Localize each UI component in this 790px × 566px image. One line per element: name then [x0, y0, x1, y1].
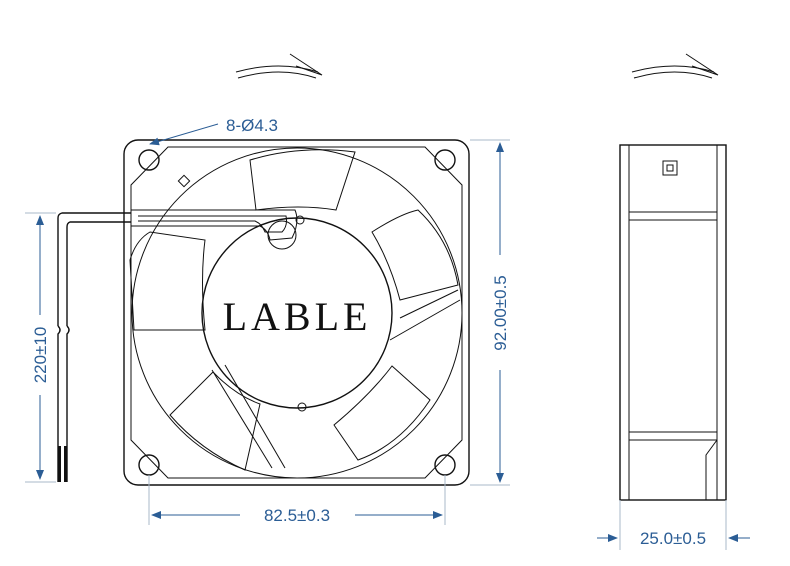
- cable-channel: [131, 209, 298, 250]
- venturi-ring: [131, 147, 463, 479]
- width-text: 82.5±0.3: [264, 506, 330, 525]
- height-text: 92.00±0.5: [491, 275, 510, 351]
- mount-hole-top-left: [138, 149, 160, 171]
- fan-side-view: [619, 144, 727, 501]
- orientation-marker: [177, 174, 191, 188]
- depth-dimension: 25.0±0.5: [597, 500, 750, 550]
- fan-frame: [123, 139, 470, 486]
- fan-blades: [129, 149, 461, 471]
- cable-leads: [57, 212, 131, 482]
- side-body: [619, 144, 727, 501]
- cable-length-dimension: 220±10: [25, 212, 56, 483]
- depth-text: 25.0±0.5: [640, 529, 706, 548]
- mount-hole-top-right: [434, 149, 456, 171]
- cable-length-text: 220±10: [31, 327, 50, 384]
- hole-spec-callout: 8-Ø4.3: [149, 116, 278, 146]
- width-dimension: 82.5±0.3: [148, 475, 446, 525]
- fan-front-view: LABLE: [123, 139, 470, 486]
- fan-label: LABLE: [223, 294, 372, 339]
- side-connector-box: [662, 160, 678, 176]
- rotation-arrow-side: [631, 53, 719, 79]
- height-dimension: 92.00±0.5: [470, 139, 510, 486]
- hole-spec-text: 8-Ø4.3: [226, 116, 278, 135]
- rotation-arrow-front: [235, 53, 323, 79]
